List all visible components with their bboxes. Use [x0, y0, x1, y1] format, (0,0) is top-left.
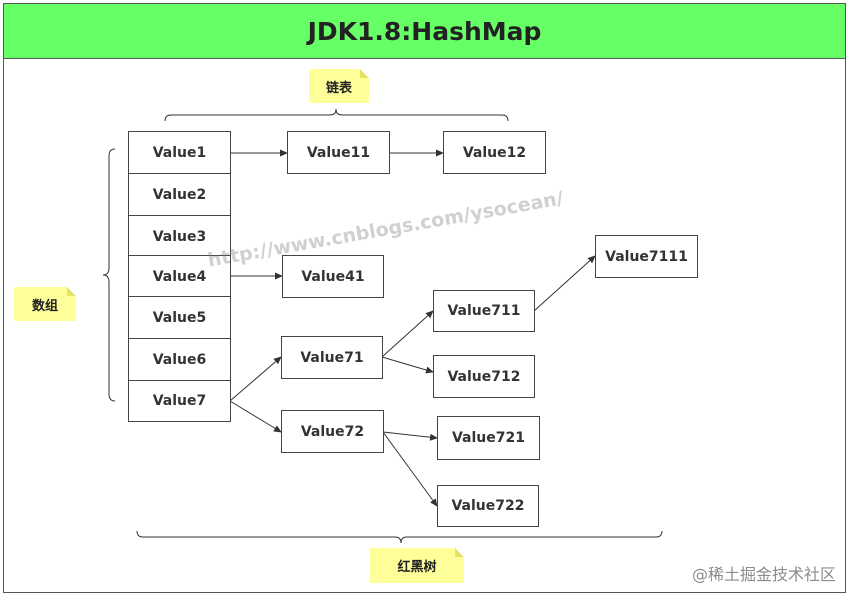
diagram-title: JDK1.8:HashMap — [307, 16, 542, 46]
node-value71: Value71 — [281, 336, 383, 379]
arrow-value72-value722 — [382, 431, 438, 507]
arrow-value71-value712 — [381, 356, 434, 374]
node-value72: Value72 — [281, 410, 384, 453]
array-cell: Value2 — [128, 173, 231, 216]
array-cell: Value6 — [128, 338, 231, 381]
linked-list-label-text: 链表 — [325, 80, 352, 96]
node-value12: Value12 — [443, 131, 546, 174]
linked-list-label: 链表 — [309, 69, 369, 103]
array-cell: Value4 — [128, 255, 231, 298]
array-cell: Value7 — [128, 380, 231, 422]
arrow-value71-value711 — [381, 310, 434, 358]
array-label-text: 数组 — [31, 298, 58, 314]
array-brace — [102, 148, 116, 402]
arrow-value7-value72 — [229, 400, 282, 433]
array-cell: Value5 — [128, 296, 231, 339]
node-value721: Value721 — [437, 416, 540, 460]
linked-list-brace — [164, 108, 509, 122]
red-black-tree-label-text: 红黑树 — [397, 560, 437, 575]
arrow-value7-value71 — [229, 356, 282, 402]
array-cell: Value3 — [128, 215, 231, 258]
arrow-value711-value7111 — [533, 255, 596, 312]
arrow-value72-value721 — [382, 431, 438, 441]
node-value711: Value711 — [433, 290, 535, 332]
node-value722: Value722 — [437, 485, 539, 527]
node-value41: Value41 — [282, 255, 384, 298]
node-value11: Value11 — [287, 131, 390, 174]
node-value7111: Value7111 — [595, 235, 698, 278]
tree-brace — [136, 530, 663, 544]
red-black-tree-label: 红黑树 — [370, 548, 464, 583]
title-bar: JDK1.8:HashMap — [3, 3, 846, 59]
array-cell: Value1 — [128, 131, 231, 174]
node-value712: Value712 — [433, 355, 535, 398]
array-label: 数组 — [14, 287, 76, 321]
credit-text: @稀土掘金技术社区 — [691, 565, 836, 584]
